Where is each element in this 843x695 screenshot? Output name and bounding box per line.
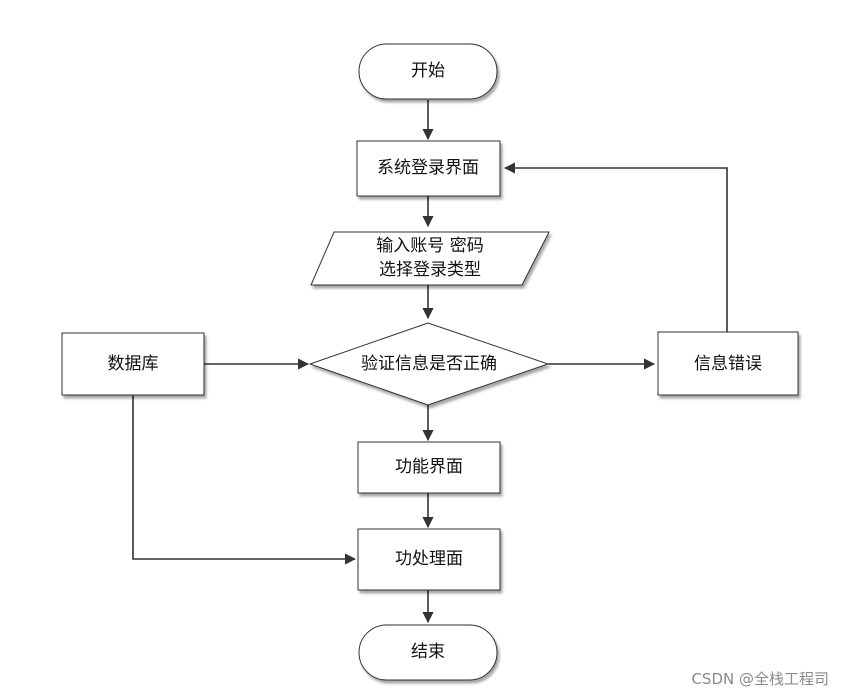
start-label: 开始	[411, 61, 445, 81]
database-box	[61, 332, 205, 396]
watermark-text: CSDN @全栈工程司	[691, 670, 829, 688]
login-ui-label: 系统登录界面	[377, 158, 479, 178]
input-label-line2: 选择登录类型	[379, 260, 481, 280]
input-label-line1: 输入账号 密码	[376, 236, 483, 256]
arrow-database-to-process	[132, 395, 357, 565]
error-box	[657, 331, 799, 396]
database-label: 数据库	[108, 354, 159, 374]
start-terminal	[358, 43, 498, 100]
verify-label: 验证信息是否正确	[361, 354, 497, 374]
arrow-error-to-login	[503, 162, 728, 332]
process-ui-label: 功处理面	[395, 549, 463, 569]
login-ui-box	[356, 140, 501, 197]
process-ui-box	[357, 528, 501, 591]
function-ui-label: 功能界面	[395, 457, 463, 477]
function-ui-box	[357, 441, 501, 494]
end-label: 结束	[411, 642, 445, 662]
error-label: 信息错误	[694, 354, 762, 374]
input-parallelogram	[310, 231, 550, 286]
verify-diamond	[308, 322, 550, 406]
end-terminal	[358, 624, 498, 681]
